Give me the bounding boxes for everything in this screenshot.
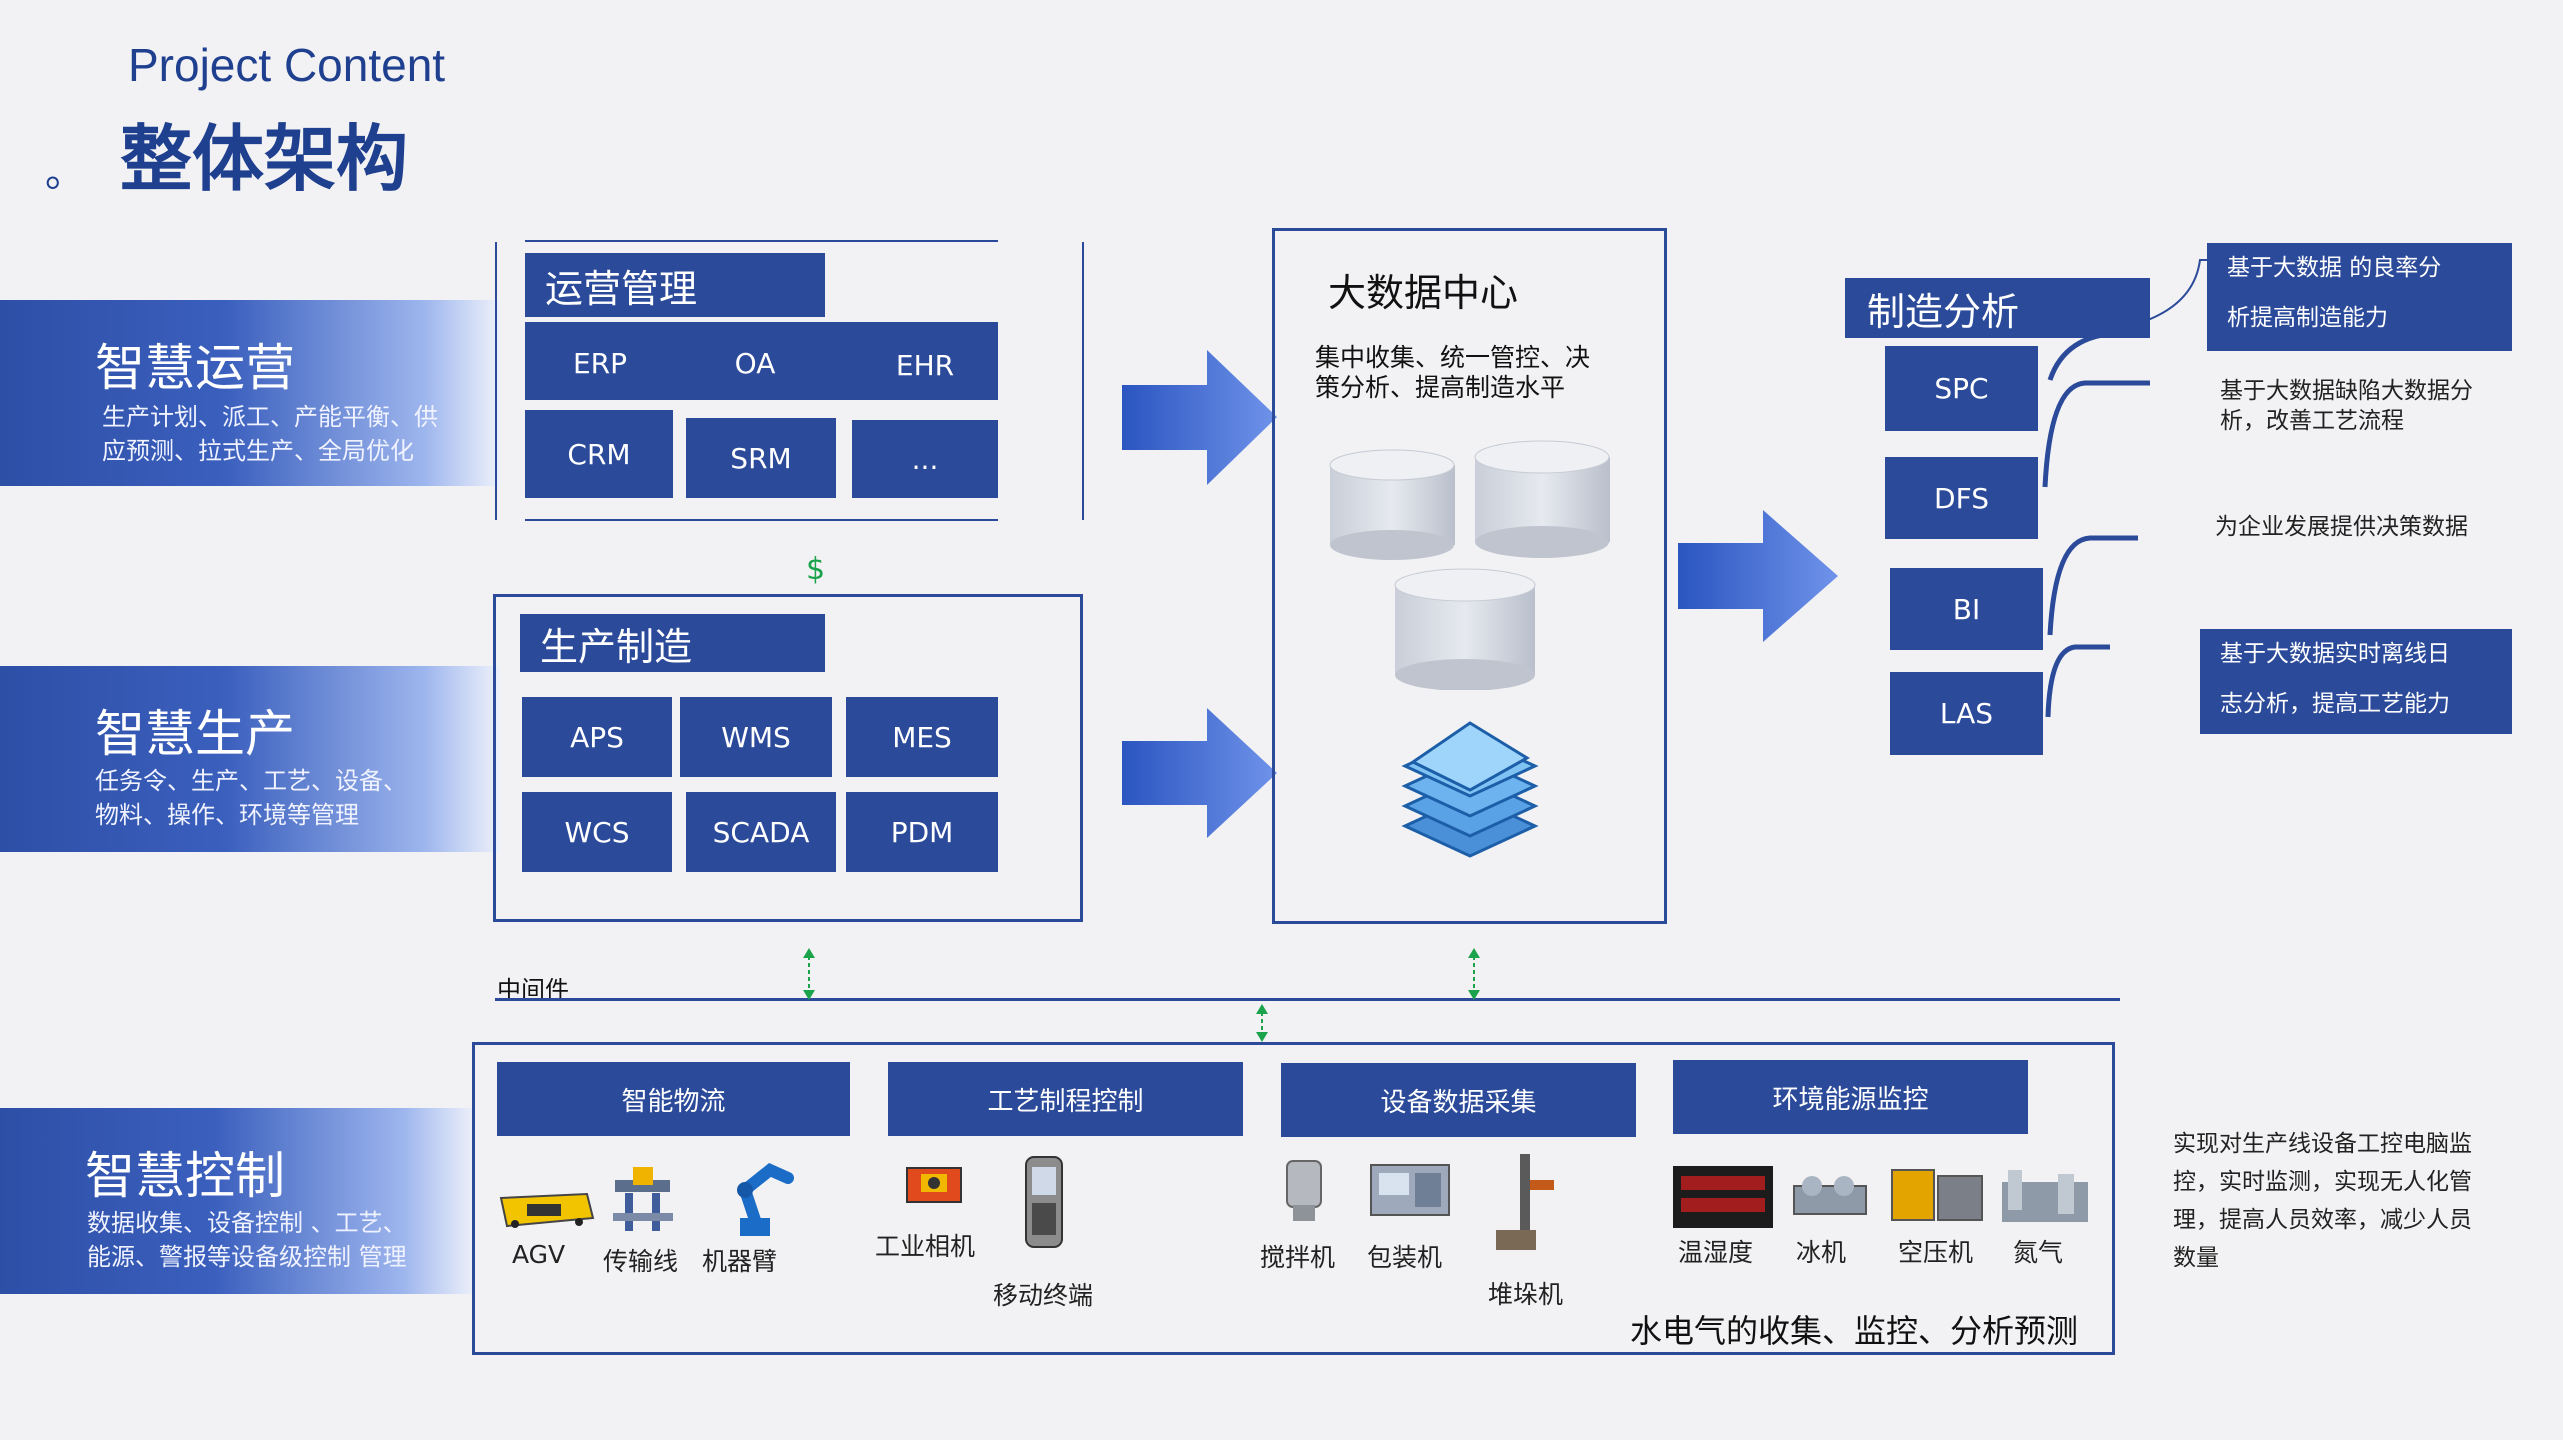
band-desc-1: 生产计划、派工、产能平衡、供 — [102, 403, 438, 431]
project-content-subtitle: Project Content — [128, 39, 446, 91]
label-mobile-terminal: 移动终端 — [993, 1281, 1094, 1310]
note-defect-line-2: 析，改善工艺流程 — [2220, 408, 2404, 434]
note-monitor-line-1: 实现对生产线设备工控电脑监 — [2173, 1131, 2472, 1157]
ops-item-srm: SRM — [686, 418, 836, 498]
sync-arrow-icon — [1256, 1004, 1268, 1042]
band-desc-1: 数据收集、设备控制 、工艺、 — [87, 1209, 407, 1237]
agv-icon — [499, 1192, 595, 1228]
sync-arrow-icon — [1468, 948, 1480, 1000]
arrow-ops-to-bigdata — [1122, 350, 1277, 485]
prod-mfg-frame — [493, 594, 1083, 922]
control-head-process: 工艺制程控制 — [888, 1062, 1243, 1136]
ops-mgmt-row1 — [525, 322, 998, 400]
note-line-1: 基于大数据实时离线日 — [2220, 641, 2450, 667]
nitrogen-icon — [2002, 1170, 2088, 1222]
middleware-bus — [495, 998, 2120, 1001]
humidity-display-icon — [1673, 1166, 1773, 1228]
ops-item-ehr: EHR — [895, 348, 955, 382]
bigdata-title: 大数据中心 — [1328, 271, 1519, 315]
band-title: 智慧运营 — [95, 339, 295, 397]
band-desc-2: 物料、操作、环境等管理 — [95, 801, 359, 829]
control-frame — [472, 1042, 2115, 1355]
prod-item-mes: MES — [846, 697, 998, 777]
control-head-logistics: 智能物流 — [497, 1062, 850, 1136]
note-line-2: 析提高制造能力 — [2227, 305, 2388, 331]
label-robot-arm: 机器臂 — [702, 1247, 778, 1276]
chiller-icon — [1793, 1176, 1867, 1215]
mobile-terminal-icon — [1025, 1156, 1063, 1248]
note-decision-data: 为企业发展提供决策数据 — [2215, 514, 2468, 540]
page-title: 整体架构 — [120, 117, 409, 201]
ops-mgmt-frame-left — [495, 242, 497, 520]
analysis-connectors — [2042, 259, 2260, 718]
industrial-camera-icon — [906, 1167, 962, 1203]
control-footer: 水电气的收集、监控、分析预测 — [1630, 1312, 2079, 1350]
control-head-equipment: 设备数据采集 — [1281, 1063, 1636, 1137]
analysis-item-bi: BI — [1890, 568, 2043, 650]
note-monitor-line-2: 控，实时监测，实现无人化管 — [2173, 1169, 2472, 1195]
bigdata-desc-1: 集中收集、统一管控、决 — [1315, 343, 1591, 372]
note-defect-line-1: 基于大数据缺陷大数据分 — [2220, 378, 2473, 404]
band-smart-operations: 智慧运营 生产计划、派工、产能平衡、供 应预测、拉式生产、全局优化 — [0, 300, 500, 486]
note-yield-analysis: 基于大数据 的良率分 析提高制造能力 — [2207, 243, 2512, 351]
ops-mgmt-bottomline — [525, 519, 998, 521]
database-cylinders-icon — [1329, 440, 1610, 690]
bigdata-frame — [1272, 228, 1667, 924]
label-stacker: 堆垛机 — [1488, 1280, 1564, 1309]
title-bullet: 。 — [45, 150, 85, 196]
note-monitor-line-3: 理，提高人员效率，减少人员 — [2173, 1207, 2472, 1233]
prod-item-wcs: WCS — [522, 792, 672, 872]
label-packaging-machine: 包装机 — [1367, 1243, 1443, 1272]
label-nitrogen: 氮气 — [2013, 1238, 2064, 1267]
bigdata-desc-2: 策分析、提高制造水平 — [1315, 373, 1566, 402]
label-chiller: 冰机 — [1796, 1238, 1847, 1267]
prod-item-pdm: PDM — [846, 792, 998, 872]
band-smart-control: 智慧控制 数据收集、设备控制 、工艺、 能源、警报等设备级控制 管理 — [0, 1108, 475, 1294]
packaging-machine-icon — [1370, 1164, 1450, 1216]
prod-item-wms: WMS — [680, 697, 832, 777]
prod-mfg-title: 生产制造 — [520, 614, 825, 672]
conveyor-line-icon — [613, 1167, 673, 1231]
robot-arm-icon — [737, 1163, 794, 1236]
label-agv: AGV — [512, 1240, 566, 1269]
ops-mgmt-title: 运营管理 — [525, 253, 825, 317]
note-line-2: 志分析，提高工艺能力 — [2220, 691, 2450, 717]
arrow-prod-to-bigdata — [1122, 708, 1277, 838]
band-title: 智慧生产 — [95, 705, 295, 763]
label-conveyor: 传输线 — [603, 1247, 679, 1276]
label-mixer: 搅拌机 — [1260, 1243, 1336, 1272]
arrow-bigdata-to-analysis — [1678, 510, 1838, 642]
ops-mgmt-topline — [525, 240, 998, 242]
data-stack-icon — [1401, 721, 1539, 858]
note-line-1: 基于大数据 的良率分 — [2227, 255, 2442, 281]
analysis-item-dfs: DFS — [1885, 457, 2038, 539]
note-log-analysis: 基于大数据实时离线日 志分析，提高工艺能力 — [2200, 629, 2512, 734]
band-desc-1: 任务令、生产、工艺、设备、 — [95, 767, 407, 795]
analysis-item-spc: SPC — [1885, 346, 2038, 431]
note-monitor-line-4: 数量 — [2173, 1245, 2219, 1271]
prod-item-aps: APS — [522, 697, 672, 777]
band-desc-2: 能源、警报等设备级控制 管理 — [87, 1243, 407, 1271]
band-desc-2: 应预测、拉式生产、全局优化 — [102, 437, 414, 465]
air-compressor-icon — [1891, 1169, 1983, 1221]
label-industrial-camera: 工业相机 — [875, 1232, 976, 1261]
prod-item-scada: SCADA — [686, 792, 836, 872]
band-title: 智慧控制 — [85, 1147, 285, 1205]
control-head-energy: 环境能源监控 — [1673, 1060, 2028, 1134]
mfg-analysis-title: 制造分析 — [1845, 278, 2150, 338]
stacker-icon — [1496, 1154, 1554, 1250]
label-air-compressor: 空压机 — [1898, 1238, 1974, 1267]
ops-item-oa: OA — [734, 346, 776, 380]
sync-arrow-icon — [803, 948, 815, 1000]
band-smart-production: 智慧生产 任务令、生产、工艺、设备、 物料、操作、环境等管理 — [0, 666, 500, 852]
ops-mgmt-frame-right — [1082, 242, 1084, 520]
ops-item-more: ... — [852, 420, 998, 498]
ops-item-erp: ERP — [572, 346, 628, 380]
ops-item-crm: CRM — [525, 410, 673, 498]
analysis-item-las: LAS — [1890, 672, 2043, 755]
dollar-sign: $ — [806, 552, 826, 587]
label-humidity: 温湿度 — [1678, 1238, 1754, 1267]
mixer-icon — [1286, 1160, 1322, 1221]
